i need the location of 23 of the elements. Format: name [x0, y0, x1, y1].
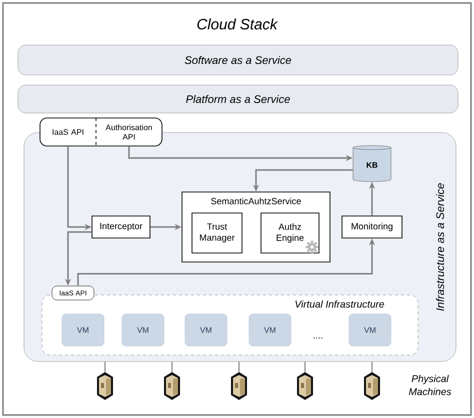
server-icon	[231, 372, 247, 400]
server-icon	[364, 372, 380, 400]
component-box: Monitoring	[342, 216, 402, 238]
diagram-title: Cloud Stack	[197, 18, 278, 30]
service-layer-band: Software as a Service	[18, 44, 458, 76]
service-layer-band: Platform as a Service	[18, 84, 458, 114]
component-box: Interceptor	[92, 216, 150, 238]
server-icon	[297, 372, 313, 400]
component-box: Trust Manager	[192, 212, 242, 254]
vm-box: VM	[348, 314, 392, 346]
component-box: Authz Engine	[260, 212, 320, 254]
connector-line	[304, 361, 306, 372]
database-cylinder: KB	[352, 145, 392, 182]
vm-box: VM	[62, 314, 104, 346]
vm-box: VM	[122, 314, 164, 346]
api-label: IaaS API	[52, 129, 84, 135]
server-icon	[164, 372, 180, 400]
vm-box: VM	[184, 314, 228, 346]
connector-line	[238, 361, 240, 372]
layer-label: Physical Machines	[408, 374, 452, 396]
server-icon	[97, 372, 113, 400]
connector-line	[104, 361, 106, 372]
vm-box: VM	[248, 314, 292, 346]
